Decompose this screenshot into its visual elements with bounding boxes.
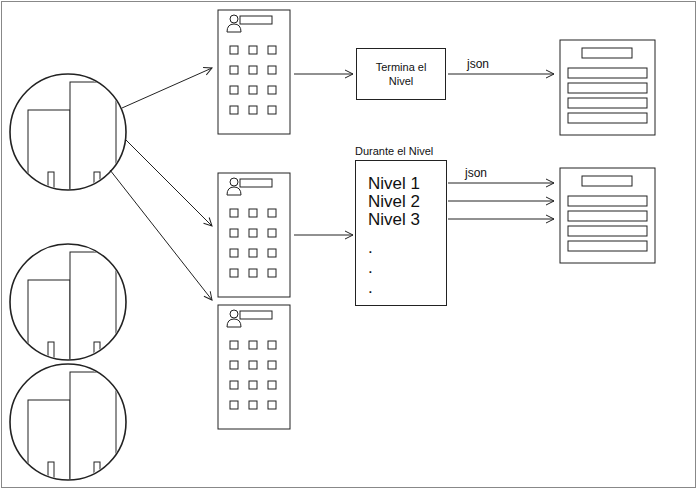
arrow (448, 74, 554, 75)
arrow (294, 74, 353, 75)
box-text-wrap: Termina el Nivel (370, 60, 432, 88)
ellipsis-dot: . (368, 279, 440, 297)
ellipsis-dot: . (368, 259, 440, 277)
box-heading: Durante el Nivel (355, 145, 447, 158)
building-circle (10, 244, 126, 370)
device-icon (218, 173, 290, 297)
arrow (122, 68, 212, 108)
box-label: Termina el Nivel (370, 60, 432, 88)
arrow (110, 170, 212, 300)
device-icon (218, 305, 290, 429)
device-icon (218, 10, 290, 134)
list-frame: Nivel 1Nivel 2Nivel 3... (355, 160, 447, 306)
edge-note: json (466, 57, 490, 71)
document-icon (560, 40, 655, 135)
edge-note: json (464, 166, 488, 180)
process-box: Termina el Nivel (356, 48, 446, 100)
arrow (448, 201, 554, 202)
arrow (126, 140, 212, 226)
arrow (448, 219, 554, 220)
ellipsis-dot: . (368, 239, 440, 257)
building-circle (10, 74, 126, 200)
level-item: Nivel 2 (368, 193, 440, 211)
arrows (110, 68, 554, 300)
building-circle (10, 364, 126, 490)
level-list-box: Durante el NivelNivel 1Nivel 2Nivel 3... (355, 145, 447, 306)
level-item: Nivel 3 (368, 211, 440, 229)
document-icon (560, 168, 655, 263)
level-item: Nivel 1 (368, 175, 440, 193)
arrow (448, 183, 554, 184)
arrow (294, 235, 353, 236)
